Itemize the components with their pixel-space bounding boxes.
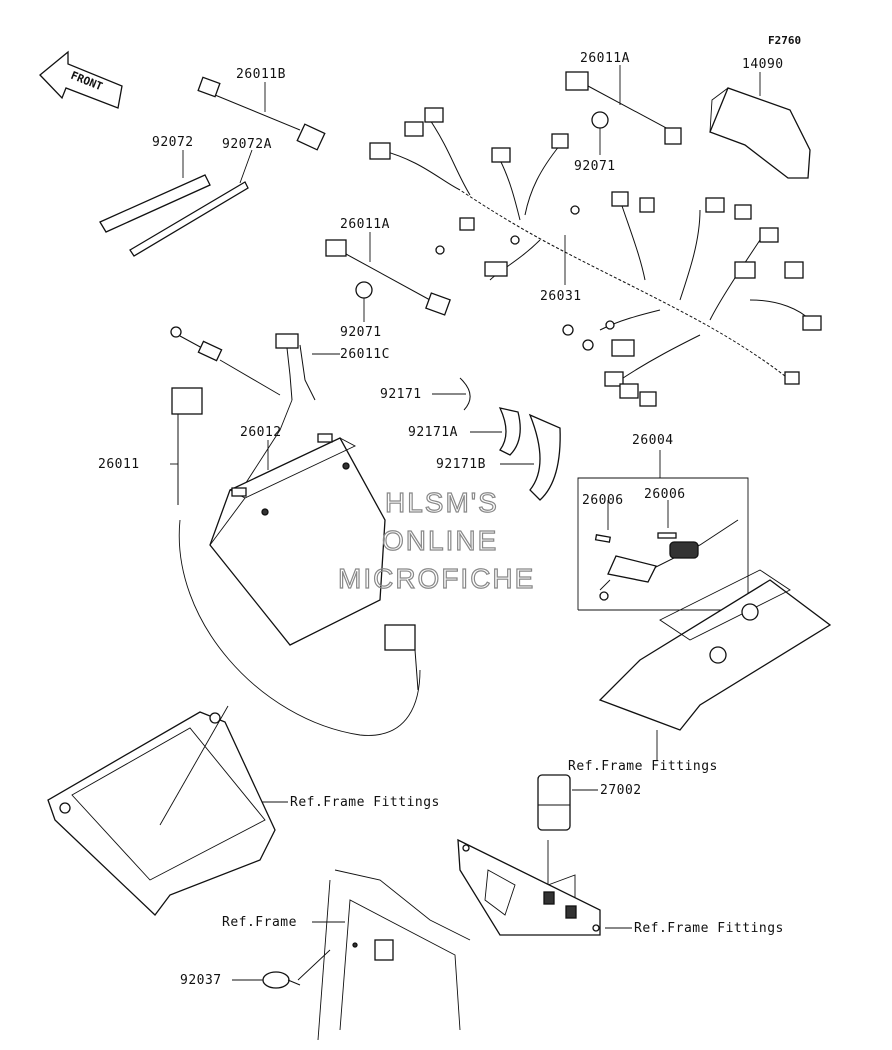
- label-26012: 26012: [240, 425, 282, 440]
- cable-tie-92072: [99, 150, 211, 233]
- clamp-92171: [432, 377, 471, 411]
- frame-section: [312, 869, 471, 1041]
- label-26011a-mid: 26011A: [340, 217, 390, 232]
- grommet-92071-top: [591, 111, 609, 129]
- battery-lead: [170, 326, 281, 396]
- label-92071-mid: 92071: [340, 325, 382, 340]
- cable-tie-92072a: [129, 149, 253, 257]
- watermark-line-2: ONLINE: [382, 525, 498, 556]
- label-92037: 92037: [180, 973, 222, 988]
- label-26011a-top: 26011A: [580, 51, 630, 66]
- label-92171a: 92171A: [408, 425, 458, 440]
- label-14090: 14090: [742, 57, 784, 72]
- label-26011b: 26011B: [236, 67, 286, 82]
- label-92071-top: 92071: [574, 159, 616, 174]
- plate-frame-fittings-bottom: [457, 838, 632, 936]
- label-92072: 92072: [152, 135, 194, 150]
- cover-14090: [709, 72, 811, 179]
- label-26004: 26004: [632, 433, 674, 448]
- watermark-line-3: MICROFICHE: [338, 563, 535, 594]
- harness-26011b: [197, 76, 326, 151]
- harness-26011a-mid: [325, 232, 451, 316]
- bracket-frame-fittings-right: [598, 569, 832, 760]
- label-26011c: 26011C: [340, 347, 390, 362]
- grommet-92071-mid: [355, 281, 373, 299]
- label-26031: 26031: [540, 289, 582, 304]
- ref-frame-fittings-bottom: Ref.Frame Fittings: [634, 921, 784, 936]
- label-27002: 27002: [600, 783, 642, 798]
- ref-frame-fittings-left: Ref.Frame Fittings: [290, 795, 440, 810]
- ref-frame-fittings-right: Ref.Frame Fittings: [568, 759, 718, 774]
- label-92072a: 92072A: [222, 137, 272, 152]
- front-arrow-icon: FRONT: [39, 50, 123, 109]
- ref-frame: Ref.Frame: [222, 915, 297, 930]
- clamp-92171b: [500, 413, 561, 501]
- clip-92037: [232, 949, 331, 989]
- harness-26011a-top: [565, 65, 682, 145]
- harness-26011c: [239, 333, 340, 493]
- watermark-line-1: HLSM'S: [385, 487, 499, 518]
- fuse-kit-26004: [577, 450, 749, 611]
- relay-27002: [537, 774, 598, 905]
- cable-26011: [170, 387, 421, 736]
- label-92171b: 92171B: [436, 457, 486, 472]
- label-92171: 92171: [380, 387, 422, 402]
- label-26006-b: 26006: [644, 487, 686, 502]
- tray-frame-fittings-left: [47, 705, 288, 916]
- label-26006-a: 26006: [582, 493, 624, 508]
- main-harness-26031: [369, 107, 822, 407]
- clamp-92171a: [470, 407, 521, 456]
- battery-26012: [209, 433, 386, 646]
- label-26011: 26011: [98, 457, 140, 472]
- figure-code: F2760: [768, 34, 801, 47]
